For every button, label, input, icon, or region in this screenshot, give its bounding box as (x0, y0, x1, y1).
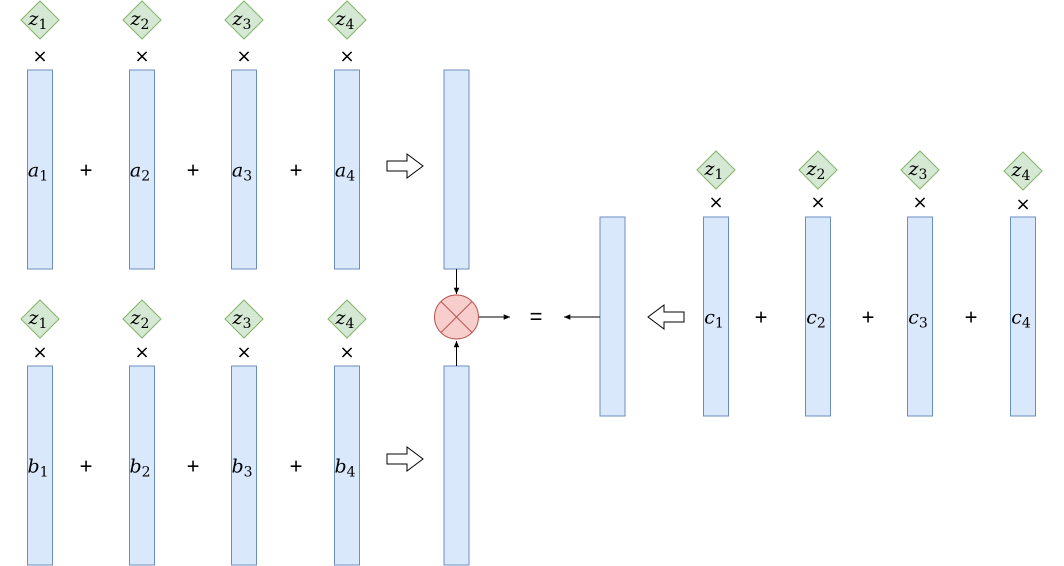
times-sign: × (32, 46, 47, 67)
weight-diamond (327, 0, 367, 40)
times-sign: × (339, 342, 354, 363)
times-sign: × (810, 192, 825, 213)
plus-sign: + (80, 454, 93, 479)
vector-a-row: z1 × a1 z2 × a2 z3 × a3 z4 × a4 + + + (20, 0, 367, 270)
vector-c-bar (703, 216, 729, 417)
vector-c-label: c4 (1011, 307, 1031, 332)
weight-label: z4 (1011, 159, 1031, 184)
weight-diamond (122, 299, 162, 339)
weight-label: z1 (28, 307, 48, 332)
weight-label: z3 (908, 158, 928, 183)
vector-c-column: z4 × c4 (1003, 151, 1043, 417)
plus-sign: + (755, 305, 768, 330)
plus-sign: + (187, 158, 200, 183)
vector-b-bar (27, 365, 53, 566)
plus-sign: + (187, 454, 200, 479)
plus-sign: + (290, 158, 303, 183)
weight-label: z1 (28, 8, 48, 33)
weight-diamond (900, 150, 940, 190)
vector-a-bar (129, 69, 155, 270)
times-sign: × (708, 192, 723, 213)
sum-a-bar (443, 69, 470, 270)
plus-sign: + (80, 158, 93, 183)
vector-c-label: c3 (908, 307, 928, 332)
times-sign: × (32, 342, 47, 363)
weight-label: z2 (130, 8, 150, 33)
hollow-arrow-icon (386, 153, 424, 179)
times-sign: × (912, 192, 927, 213)
vector-b-column: z3 × b3 (224, 299, 264, 566)
vector-a-bar (334, 69, 360, 270)
times-sign: × (339, 46, 354, 67)
vector-b-bar (129, 365, 155, 566)
vector-c-row: z1 × c1 z2 × c2 z3 × c3 z4 × c4 + + + (696, 150, 1043, 417)
weight-label: z4 (335, 8, 355, 33)
vector-b-bar (231, 365, 257, 566)
weight-label: z4 (335, 307, 355, 332)
vector-b-column: z2 × b2 (122, 299, 162, 566)
plus-sign: + (965, 305, 978, 330)
vector-b-bar (334, 365, 360, 566)
times-sign: × (134, 46, 149, 67)
vector-c-label: c2 (806, 307, 826, 332)
vector-b-column: z4 × b4 (327, 299, 367, 566)
hollow-arrow-icon (386, 446, 424, 472)
weight-diamond (224, 299, 264, 339)
vector-b-label: b1 (27, 456, 48, 481)
product-node (434, 294, 479, 340)
weight-diamond (224, 0, 264, 40)
weight-label: z2 (130, 307, 150, 332)
times-sign: × (1015, 194, 1030, 215)
weight-diamond (798, 150, 838, 190)
equals-sign: = (530, 304, 543, 329)
vector-c-column: z2 × c2 (798, 150, 838, 417)
times-sign: × (236, 46, 251, 67)
vector-a-column: z1 × a1 (20, 0, 60, 270)
vector-a-label: a3 (232, 160, 252, 185)
weight-diamond (1003, 151, 1043, 191)
sum-b-bar (443, 365, 470, 566)
weight-diamond (696, 150, 736, 190)
vector-a-column: z3 × a3 (224, 0, 264, 270)
vector-a-label: a4 (335, 160, 355, 185)
weight-diamond (327, 299, 367, 339)
vector-c-bar (907, 216, 933, 417)
weight-label: z2 (806, 158, 826, 183)
sum-c-bar (599, 216, 626, 417)
vector-c-column: z3 × c3 (900, 150, 940, 417)
weight-label: z3 (232, 307, 252, 332)
plus-sign: + (862, 305, 875, 330)
times-sign: × (134, 342, 149, 363)
vector-b-row: z1 × b1 z2 × b2 z3 × b3 z4 × b4 + + + (20, 299, 367, 566)
plus-sign: + (290, 454, 303, 479)
weight-label: z3 (232, 8, 252, 33)
vector-a-bar (27, 69, 53, 270)
weight-diamond (122, 0, 162, 40)
vector-b-label: b2 (129, 456, 150, 481)
hollow-arrow-icon (647, 304, 685, 330)
weight-diamond (20, 0, 60, 40)
vector-a-bar (231, 69, 257, 270)
weight-diamond (20, 299, 60, 339)
vector-c-column: z1 × c1 (696, 150, 736, 417)
vector-a-label: a1 (28, 160, 48, 185)
times-sign: × (236, 342, 251, 363)
vector-a-column: z2 × a2 (122, 0, 162, 270)
vector-b-column: z1 × b1 (20, 299, 60, 566)
vector-c-bar (1010, 216, 1036, 417)
vector-c-bar (805, 216, 831, 417)
weight-label: z1 (704, 158, 724, 183)
vector-b-label: b3 (231, 456, 252, 481)
vector-a-column: z4 × a4 (327, 0, 367, 270)
vector-a-label: a2 (130, 160, 150, 185)
vector-b-label: b4 (334, 456, 355, 481)
vector-c-label: c1 (704, 307, 724, 332)
